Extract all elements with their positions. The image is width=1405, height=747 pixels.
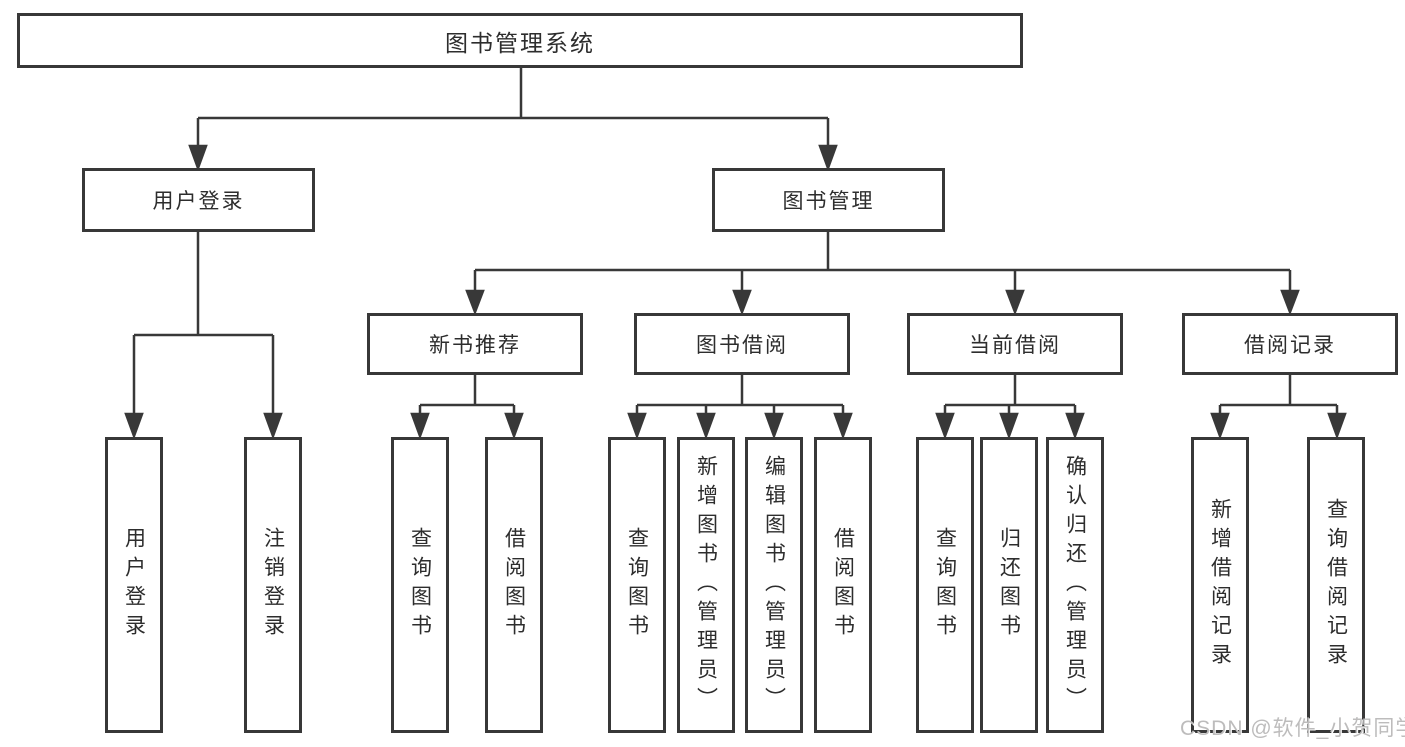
arrow-down-icon xyxy=(124,412,144,440)
leaf-return-books-label: 归还图书 xyxy=(997,527,1021,643)
leaf-recommend-borrow-books-label: 借阅图书 xyxy=(502,527,526,643)
node-root-label: 图书管理系统 xyxy=(445,29,595,56)
node-user-login: 用户登录 xyxy=(82,168,315,232)
arrow-down-icon xyxy=(188,144,208,172)
leaf-user-login-label: 用户登录 xyxy=(122,527,146,643)
node-book-management-label: 图书管理 xyxy=(782,190,875,213)
leaf-recommend-borrow-books: 借阅图书 xyxy=(485,437,543,733)
node-current-borrow: 当前借阅 xyxy=(907,313,1123,375)
connectors-current-borrow xyxy=(935,375,1085,440)
arrow-down-icon xyxy=(935,412,955,440)
connectors-book-borrow xyxy=(627,375,853,440)
arrow-down-icon xyxy=(504,412,524,440)
leaf-add-borrow-record: 新增借阅记录 xyxy=(1191,437,1249,733)
node-new-book-recommend-label: 新书推荐 xyxy=(429,334,521,357)
leaf-recommend-query-books: 查询图书 xyxy=(391,437,449,733)
leaf-logout-label: 注销登录 xyxy=(261,527,285,643)
leaf-user-login: 用户登录 xyxy=(105,437,163,733)
arrow-down-icon xyxy=(627,412,647,440)
node-book-borrow-label: 图书借阅 xyxy=(696,334,788,357)
arrow-down-icon xyxy=(1327,412,1347,440)
node-book-borrow: 图书借阅 xyxy=(634,313,850,375)
arrow-down-icon xyxy=(696,412,716,440)
leaf-edit-books-admin-label: 编辑图书（管理员） xyxy=(762,454,786,716)
arrow-down-icon xyxy=(764,412,784,440)
connectors-new-book-recommend xyxy=(410,375,524,440)
leaf-logout: 注销登录 xyxy=(244,437,302,733)
leaf-current-query-books-label: 查询图书 xyxy=(933,527,957,643)
node-new-book-recommend: 新书推荐 xyxy=(367,313,583,375)
node-root: 图书管理系统 xyxy=(17,13,1023,68)
connectors-borrow-records xyxy=(1210,375,1347,440)
leaf-query-borrow-record: 查询借阅记录 xyxy=(1307,437,1365,733)
leaf-add-books-admin-label: 新增图书（管理员） xyxy=(694,454,718,716)
node-current-borrow-label: 当前借阅 xyxy=(969,334,1061,357)
leaf-confirm-return-admin: 确认归还（管理员） xyxy=(1046,437,1104,733)
arrow-down-icon xyxy=(1065,412,1085,440)
connectors-root xyxy=(188,68,838,172)
leaf-recommend-query-books-label: 查询图书 xyxy=(408,527,432,643)
leaf-borrow-books: 借阅图书 xyxy=(814,437,872,733)
leaf-add-borrow-record-label: 新增借阅记录 xyxy=(1208,498,1232,672)
leaf-query-borrow-record-label: 查询借阅记录 xyxy=(1324,498,1348,672)
connectors-user-login xyxy=(124,232,283,440)
node-book-management: 图书管理 xyxy=(712,168,945,232)
leaf-return-books: 归还图书 xyxy=(980,437,1038,733)
node-borrow-records-label: 借阅记录 xyxy=(1244,334,1336,357)
leaf-current-query-books: 查询图书 xyxy=(916,437,974,733)
arrow-down-icon xyxy=(410,412,430,440)
arrow-down-icon xyxy=(465,289,485,316)
arrow-down-icon xyxy=(818,144,838,172)
arrow-down-icon xyxy=(1005,289,1025,316)
arrow-down-icon xyxy=(833,412,853,440)
leaf-borrow-query-books-label: 查询图书 xyxy=(625,527,649,643)
leaf-edit-books-admin: 编辑图书（管理员） xyxy=(745,437,803,733)
arrow-down-icon xyxy=(732,289,752,316)
leaf-confirm-return-admin-label: 确认归还（管理员） xyxy=(1063,454,1087,716)
node-borrow-records: 借阅记录 xyxy=(1182,313,1398,375)
arrow-down-icon xyxy=(1210,412,1230,440)
arrow-down-icon xyxy=(263,412,283,440)
arrow-down-icon xyxy=(1280,289,1300,316)
leaf-add-books-admin: 新增图书（管理员） xyxy=(677,437,735,733)
watermark: CSDN @软件_小贺同学 xyxy=(1180,717,1405,740)
leaf-borrow-query-books: 查询图书 xyxy=(608,437,666,733)
node-user-login-label: 用户登录 xyxy=(152,190,245,213)
connectors-book-management xyxy=(465,232,1300,316)
leaf-borrow-books-label: 借阅图书 xyxy=(831,527,855,643)
arrow-down-icon xyxy=(999,412,1019,440)
